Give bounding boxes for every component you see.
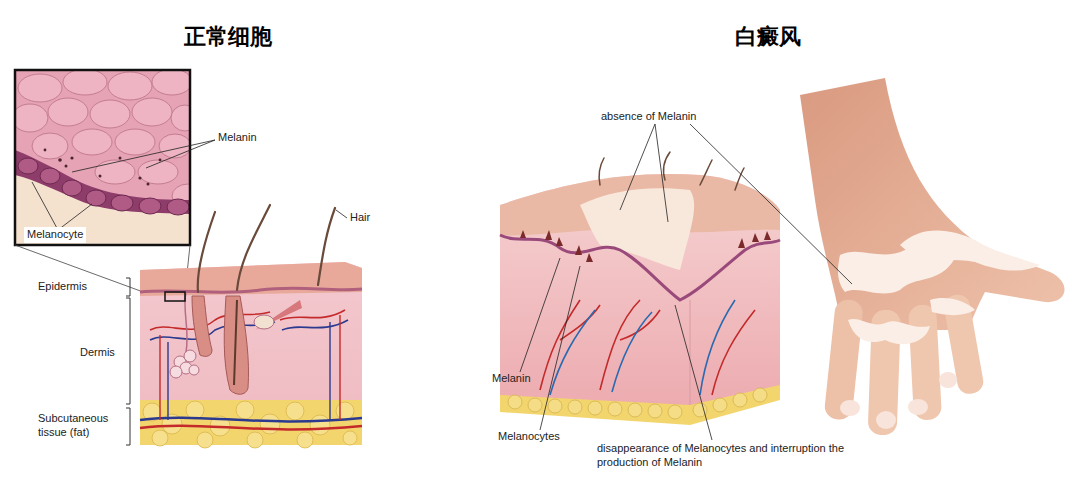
vitiligo-block: [500, 152, 780, 425]
cell-inset: [15, 70, 190, 245]
layer-label: Subcutaneous tissue (fat): [38, 412, 126, 440]
part-label: Melanocyte: [24, 227, 86, 243]
hand-figure: [800, 78, 1065, 435]
panel-title: 白癜风: [735, 22, 801, 52]
part-label: Hair: [350, 211, 370, 225]
part-label: disappearance of Melanocytes and interru…: [597, 442, 859, 470]
panel-title: 正常细胞: [184, 22, 272, 52]
skin-block: [140, 205, 362, 448]
part-label: absence of Melanin: [601, 110, 696, 124]
layer-label: Epidermis: [38, 280, 87, 294]
layer-label: Dermis: [80, 346, 115, 360]
part-label: Melanin: [492, 372, 531, 386]
part-label: Melanocytes: [498, 430, 560, 444]
part-label: Melanin: [218, 131, 257, 145]
